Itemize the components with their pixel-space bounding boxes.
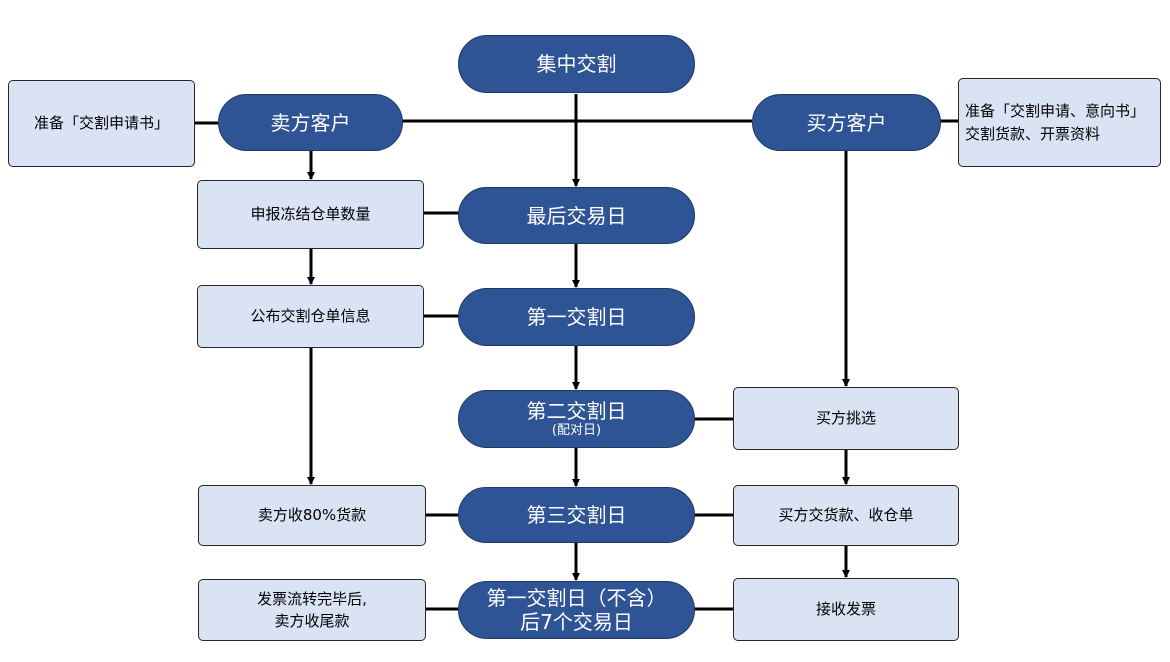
second-delivery-day-label: 第二交割日 [526,399,627,424]
seller-client-label: 卖方客户 [270,110,351,135]
last-trading-day-node: 最后交易日 [458,187,695,244]
central-delivery-node: 集中交割 [458,35,695,93]
publish-info-box: 公布交割仓单信息 [197,285,424,348]
buyer-prepare-line1: 准备「交割申请、意向书」 [965,102,1146,120]
final-settlement-node: 第一交割日（不含） 后7个交易日 [458,581,695,639]
buyer-prepare-box: 准备「交割申请、意向书」 交割货款、开票资料 [958,78,1161,167]
second-delivery-day-note: (配对日) [551,423,602,439]
seller-prepare-box: 准备「交割申请书」 [8,80,195,167]
central-delivery-label: 集中交割 [536,52,617,76]
seller-final-payment-line2: 卖方收尾款 [274,612,350,630]
buyer-select-box: 买方挑选 [733,387,959,450]
buyer-receive-invoice-label: 接收发票 [815,600,876,619]
buyer-receive-invoice-box: 接收发票 [733,578,959,641]
last-trading-day-label: 最后交易日 [526,203,627,228]
buyer-pay-receive-box: 买方交货款、收仓单 [733,485,959,546]
seller-receive-80-label: 卖方收80%货款 [257,506,367,525]
report-freeze-box: 申报冻结仓单数量 [197,180,424,249]
buyer-prepare-line2: 交割货款、开票资料 [965,124,1101,143]
final-settlement-line2: 后7个交易日 [520,610,633,634]
first-delivery-day-label: 第一交割日 [526,305,627,329]
seller-receive-80-box: 卖方收80%货款 [198,485,426,546]
buyer-client-node: 买方客户 [752,94,941,151]
seller-prepare-label: 准备「交割申请书」 [33,114,169,133]
third-delivery-day-label: 第三交割日 [526,503,627,527]
seller-final-payment-box: 发票流转完毕后, 卖方收尾款 [198,579,426,641]
buyer-client-label: 买方客户 [806,110,887,135]
seller-client-node: 卖方客户 [218,94,403,151]
seller-final-payment-line1: 发票流转完毕后, [257,589,367,608]
buyer-select-label: 买方挑选 [815,409,876,428]
second-delivery-day-node: 第二交割日 (配对日) [458,390,695,448]
buyer-pay-receive-label: 买方交货款、收仓单 [778,506,914,525]
report-freeze-label: 申报冻结仓单数量 [250,205,371,224]
final-settlement-line1: 第一交割日（不含） [486,586,667,610]
first-delivery-day-node: 第一交割日 [458,288,695,346]
publish-info-label: 公布交割仓单信息 [250,307,371,326]
third-delivery-day-node: 第三交割日 [458,487,695,543]
